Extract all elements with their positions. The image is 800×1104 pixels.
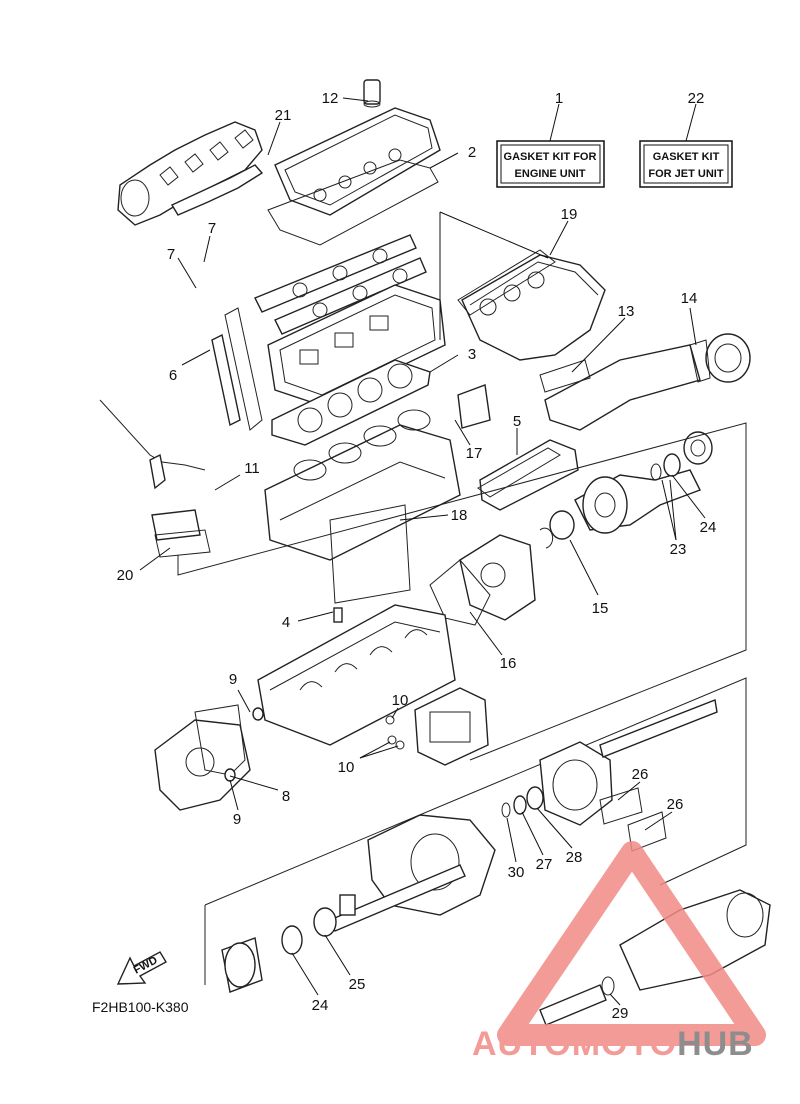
callout-8: 8 [282, 788, 290, 805]
callout-21: 21 [275, 107, 292, 124]
oil-seal-15 [549, 510, 575, 540]
kit-box-engine: GASKET KIT FOR ENGINE UNIT [496, 140, 605, 188]
cover-gasket-16 [429, 559, 491, 626]
oil-pan-gasket [154, 529, 211, 558]
callout-14: 14 [681, 290, 698, 307]
callout-28: 28 [566, 849, 583, 866]
callout-12: 12 [322, 90, 339, 107]
watermark: AUTOMOTOHUB [472, 841, 766, 1063]
callout-10b: 10 [338, 759, 355, 776]
callout-6: 6 [169, 367, 177, 384]
bearing-27 [513, 795, 527, 815]
o-ring-10a [385, 715, 395, 725]
callout-30: 30 [508, 864, 525, 881]
callout-16: 16 [500, 655, 517, 672]
gasket-26a [599, 787, 643, 825]
oil-pan-plate [151, 509, 201, 541]
callout-5: 5 [513, 413, 521, 430]
fwd-arrow: FWD [116, 951, 167, 985]
intake-pipe [544, 333, 751, 431]
callout-23: 23 [670, 541, 687, 558]
oil-pump [414, 687, 489, 766]
o-ring-10b [387, 735, 397, 745]
dipstick-tube [149, 453, 166, 490]
callout-19: 19 [561, 206, 578, 223]
callout-1: 1 [555, 90, 563, 107]
o-ring-23 [650, 463, 662, 481]
generator-cover [459, 534, 536, 621]
box-gasket [477, 447, 561, 498]
o-ring-30 [501, 802, 511, 818]
circlip [539, 527, 554, 549]
camshafts [254, 234, 427, 335]
jet-section-frame [204, 677, 747, 985]
seal-9a [252, 707, 264, 721]
oil-seal-24b [663, 453, 681, 477]
callout-10a: 10 [392, 692, 409, 709]
valve-cover [274, 79, 441, 216]
diagram-code: F2HB100-K380 [92, 999, 189, 1015]
seal-9b [224, 768, 236, 782]
exhaust-manifold [117, 121, 264, 226]
callout-24-bottom: 24 [312, 997, 329, 1014]
watermark-text: AUTOMOTOHUB [472, 1025, 754, 1063]
kit-jet-line1: GASKET KIT [653, 151, 720, 163]
kit-engine-line2: ENGINE UNIT [515, 168, 586, 180]
callout-22: 22 [688, 90, 705, 107]
engine-section-frame [177, 422, 747, 761]
o-ring-29 [601, 976, 615, 996]
callout-25: 25 [349, 976, 366, 993]
cylinder-block [264, 409, 461, 561]
kit-box-jet: GASKET KIT FOR JET UNIT [639, 140, 733, 188]
timing-chain [224, 307, 263, 431]
intake-gasket [457, 249, 556, 316]
kit-jet-line2: FOR JET UNIT [648, 168, 723, 180]
dowel-4 [333, 607, 343, 623]
water-pump-housing [154, 719, 251, 811]
drive-coupler [574, 469, 701, 534]
callout-3: 3 [468, 346, 476, 363]
callout-11: 11 [244, 460, 260, 477]
electrical-box [479, 439, 579, 511]
callout-numbers: 1 22 12 21 2 19 7 7 6 13 14 3 5 17 11 18… [117, 90, 717, 1022]
callout-4: 4 [282, 614, 290, 631]
bracket-17 [457, 384, 491, 429]
callout-29: 29 [612, 1005, 629, 1022]
callout-18: 18 [451, 507, 468, 524]
oil-seal-24-top [683, 431, 713, 465]
callout-26b: 26 [667, 796, 684, 813]
throttle-gasket [539, 359, 591, 393]
crankcase [257, 604, 456, 746]
kit-engine-line1: GASKET KIT FOR [504, 151, 597, 163]
intake-manifold [461, 254, 606, 361]
coupler-assembly [221, 894, 356, 993]
oil-seal-28 [526, 786, 544, 810]
callout-9b: 9 [233, 811, 241, 828]
jet-pump-housing [539, 699, 718, 826]
watermark-triangle-icon [497, 841, 766, 1046]
callout-7a: 7 [208, 220, 216, 237]
callout-27: 27 [536, 856, 553, 873]
chain-guide [211, 333, 241, 427]
leader-lines [139, 97, 706, 1006]
callout-9a: 9 [229, 671, 237, 688]
head-gasket [271, 359, 431, 446]
callout-15: 15 [592, 600, 609, 617]
callout-17: 17 [466, 445, 483, 462]
watermark-part1: AUTOMOTO [472, 1025, 677, 1063]
o-ring-10c [395, 740, 405, 750]
callout-20: 20 [117, 567, 134, 584]
valve-cover-gasket [267, 159, 439, 246]
callout-24-top: 24 [700, 519, 717, 536]
pump-gasket-8 [194, 704, 246, 776]
cylinder-head [267, 284, 446, 406]
side-cover-gasket [329, 504, 411, 604]
callout-26a: 26 [632, 766, 649, 783]
callout-7b: 7 [167, 246, 175, 263]
watermark-part2: HUB [677, 1025, 754, 1063]
callout-13: 13 [618, 303, 635, 320]
callout-2: 2 [468, 144, 476, 161]
